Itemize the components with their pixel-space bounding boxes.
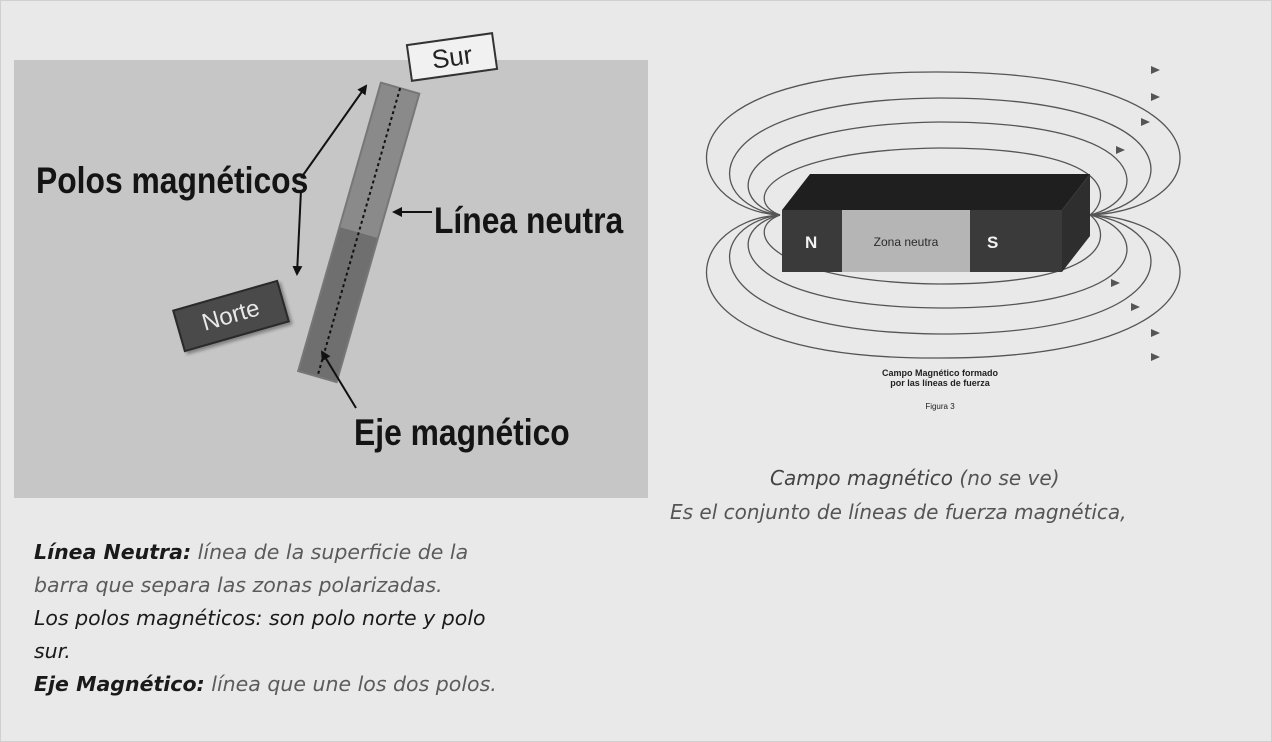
- field-line: [747, 214, 1128, 309]
- figure-caption-line-1: Campo Magnético formado: [881, 368, 998, 378]
- magnet-neutral-face: [842, 210, 970, 272]
- field-line: [763, 214, 1102, 285]
- campo-magnetico-definition: Es el conjunto de líneas de fuerza magné…: [670, 500, 1127, 524]
- label-zona-neutra: Zona neutra: [874, 235, 939, 249]
- definitions-block: Línea Neutra: línea de la superficie de …: [34, 536, 634, 701]
- field-line: [747, 121, 1128, 216]
- field-lines: [705, 71, 1181, 359]
- def-polos-line-1: Los polos magnéticos: son polo norte y p…: [34, 606, 486, 630]
- field-arrows: [1111, 66, 1160, 361]
- figure-caption-line-2: por las líneas de fuerza: [890, 378, 990, 388]
- term-linea-neutra: Línea Neutra:: [34, 540, 192, 564]
- magnetic-field-illustration: N Zona neutra S: [705, 66, 1181, 361]
- bar-magnet-3d: [782, 174, 1090, 272]
- figure-number: Figura 3: [925, 402, 955, 411]
- bar-magnet: [296, 81, 421, 384]
- magnet-north-face: [782, 210, 842, 272]
- arrow-to-south-pole: [300, 84, 368, 179]
- sur-label: Sur: [429, 38, 475, 75]
- campo-title-bold: Campo magnético: [770, 466, 954, 490]
- def-eje-line: Eje Magnético: línea que une los dos pol…: [34, 668, 634, 701]
- label-n: N: [805, 233, 817, 252]
- field-line: [705, 214, 1181, 359]
- def-linea-neutra-line-2: barra que separa las zonas polarizadas.: [34, 573, 443, 597]
- field-line: [728, 214, 1152, 335]
- label-s: S: [987, 233, 998, 252]
- bar-north-half: [298, 226, 378, 383]
- arrow-to-axis: [320, 350, 357, 409]
- field-line: [763, 147, 1102, 216]
- norte-label: Norte: [198, 294, 263, 337]
- campo-title-rest: (no se ve): [953, 466, 1060, 490]
- label-eje-magnetico: Eje magnético: [354, 412, 570, 453]
- magnet-diagram-panel: Polos magnéticos Línea neutra Eje magnét…: [14, 60, 648, 498]
- label-polos-magneticos: Polos magnéticos: [36, 160, 309, 201]
- magnet-top-face: [782, 174, 1090, 210]
- magnetic-axis-line: [316, 87, 402, 377]
- field-line: [728, 97, 1152, 216]
- def-polos-line-2: sur.: [34, 639, 71, 663]
- def-linea-neutra-line-1: Línea Neutra: línea de la superficie de …: [34, 536, 634, 569]
- magnet-side-face: [1062, 174, 1090, 272]
- arrow-to-north-pole: [292, 189, 303, 276]
- def-linea-neutra-text: línea de la superficie de la: [191, 540, 469, 564]
- magnet-bar-illustration: [292, 81, 432, 409]
- campo-magnetico-title: Campo magnético (no se ve): [770, 466, 1060, 490]
- def-eje-text: línea que une los dos polos.: [204, 672, 497, 696]
- field-line: [705, 71, 1181, 216]
- magnet-south-face: [970, 210, 1062, 272]
- label-linea-neutra: Línea neutra: [434, 200, 624, 241]
- term-eje-magnetico: Eje Magnético:: [34, 672, 205, 696]
